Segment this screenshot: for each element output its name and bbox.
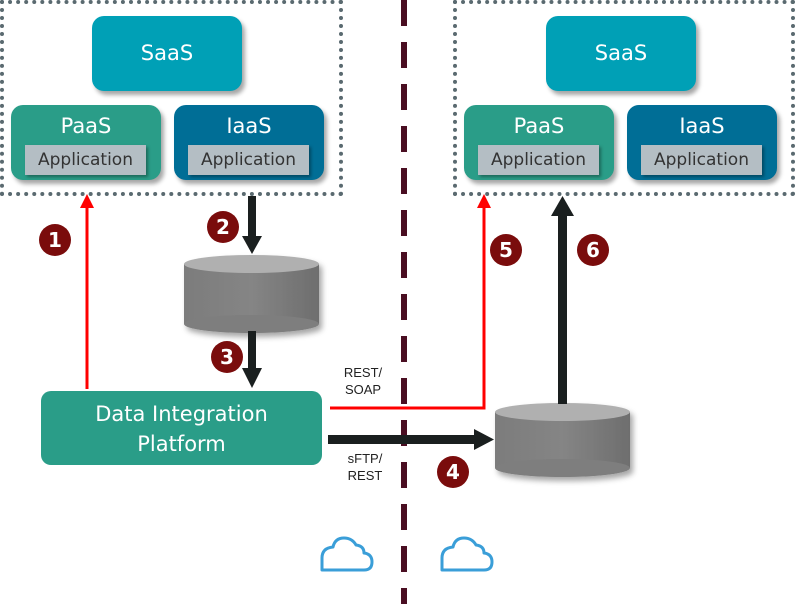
sftp-rest-line1: sFTP/: [347, 451, 383, 466]
step-badge-5: 5: [490, 234, 522, 266]
step-badge-2: 2: [207, 211, 239, 243]
sftp-rest-line2: REST: [347, 468, 383, 483]
left-saas-label: SaaS: [140, 41, 194, 65]
cloud-icon-left: [320, 536, 374, 572]
rest-soap-label: REST/ SOAP: [338, 364, 388, 398]
left-saas-tile: SaaS: [92, 16, 242, 91]
right-saas-label: SaaS: [594, 41, 648, 65]
right-saas-tile: SaaS: [546, 16, 696, 91]
step-badge-4: 4: [437, 456, 469, 488]
right-paas-application: Application: [478, 145, 599, 175]
data-integration-platform: Data Integration Platform: [41, 391, 322, 465]
platform-label-line2: Platform: [137, 432, 226, 456]
staging-database-cylinder: [184, 255, 319, 333]
sftp-rest-label: sFTP/ REST: [340, 450, 390, 484]
target-database-cylinder: [495, 403, 630, 477]
rest-soap-line2: SOAP: [344, 382, 382, 397]
step-badge-3: 3: [211, 341, 243, 373]
arrow-2-black: [242, 196, 262, 254]
cloud-icon-right: [440, 536, 494, 572]
arrow-3-black: [242, 331, 262, 388]
step-badge-6: 6: [577, 234, 609, 266]
left-paas-label: PaaS: [60, 114, 112, 138]
arrow-6-black: [551, 196, 574, 404]
arrow-1-red: [80, 194, 94, 389]
right-iaas-label: IaaS: [679, 114, 725, 138]
right-paas-label: PaaS: [513, 114, 565, 138]
step-badge-1: 1: [39, 224, 71, 256]
arrow-5-red: [330, 194, 491, 410]
left-cloud-boundary: [0, 0, 343, 196]
right-iaas-application: Application: [641, 145, 762, 175]
left-iaas-label: IaaS: [226, 114, 272, 138]
platform-label-line1: Data Integration: [95, 402, 268, 426]
right-cloud-boundary: [453, 0, 795, 196]
left-iaas-application: Application: [188, 145, 309, 175]
rest-soap-line1: REST/: [343, 365, 383, 380]
arrow-4-black: [328, 429, 494, 450]
left-paas-application: Application: [25, 145, 146, 175]
